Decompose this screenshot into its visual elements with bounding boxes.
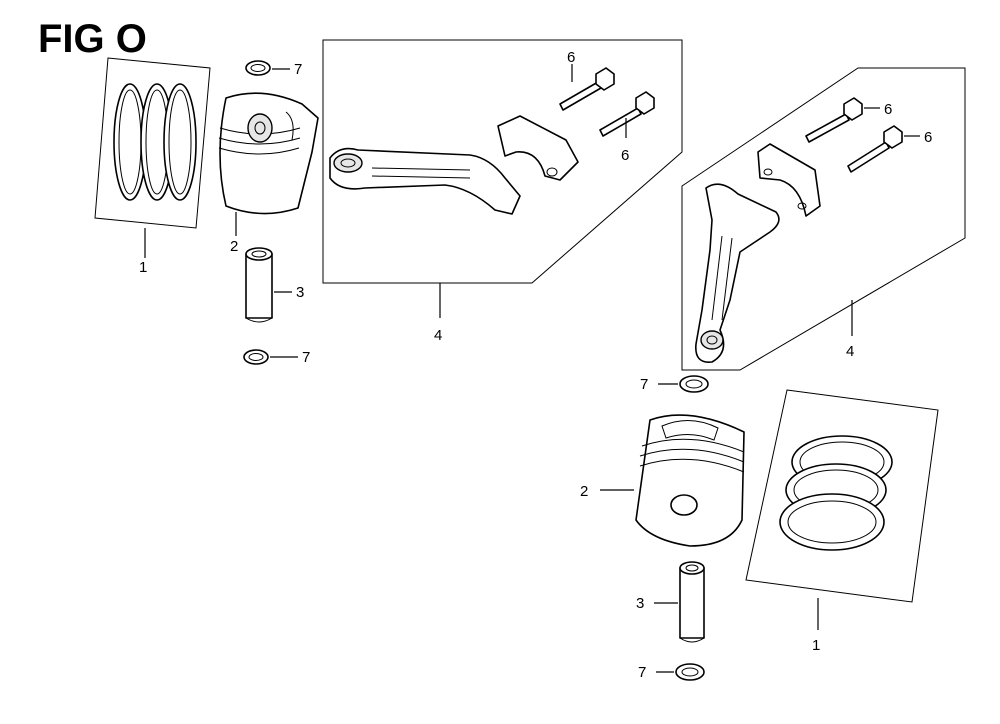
callout-bolt-left-a: 6 [567, 49, 575, 66]
callout-bolt-right-a: 6 [884, 101, 892, 118]
piston-left [218, 92, 319, 236]
pin-clip-left-bottom [243, 349, 298, 365]
callout-clip-right-bottom: 7 [638, 664, 646, 681]
rod-bolt-right-b [847, 125, 920, 173]
connecting-rod-right [681, 67, 966, 371]
callout-clip-left-bottom: 7 [302, 349, 310, 366]
rod-bolt-right-a [805, 97, 880, 143]
rod-bolt-left-b [599, 91, 655, 138]
callout-clip-left-top: 7 [294, 61, 302, 78]
piston-right [600, 414, 745, 547]
rod-bolt-left-a [559, 64, 615, 111]
pin-clip-left-top [245, 60, 290, 76]
figure-title: FIG O [38, 17, 147, 61]
callout-rod-left: 4 [434, 327, 442, 344]
pin-clip-right-top [658, 375, 709, 393]
callout-clip-right-top: 7 [640, 376, 648, 393]
callout-piston-right: 2 [580, 483, 588, 500]
callout-bolt-left-b: 6 [621, 147, 629, 164]
piston-ring-set-right [745, 389, 939, 630]
piston-ring-set-left [94, 57, 211, 258]
pin-clip-right-bottom [656, 663, 705, 681]
piston-pin-left [245, 247, 292, 323]
piston-pin-right [654, 561, 705, 643]
callout-ring-set-left: 1 [139, 259, 147, 276]
callout-pin-left: 3 [296, 284, 304, 301]
callout-rod-right: 4 [846, 343, 854, 360]
connecting-rod-left [322, 39, 683, 318]
callout-pin-right: 3 [636, 595, 644, 612]
callout-bolt-right-b: 6 [924, 129, 932, 146]
callout-ring-set-right: 1 [812, 637, 820, 654]
callout-piston-left: 2 [230, 238, 238, 255]
